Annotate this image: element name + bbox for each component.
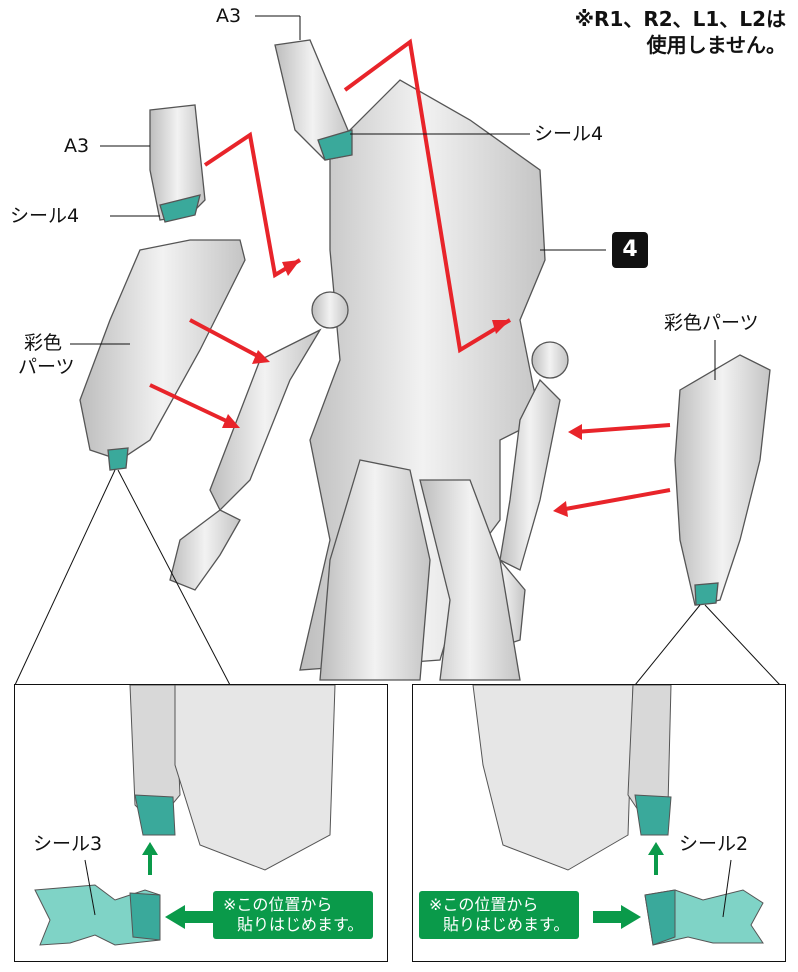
label-seal3: シール3 — [33, 833, 102, 855]
usage-note-line2: 使用しません。 — [575, 32, 786, 58]
callout-right-line2: 貼りはじめます。 — [429, 915, 569, 935]
label-color-part-left-2: パーツ — [18, 356, 75, 378]
color-part-left — [80, 240, 245, 470]
color-part-right — [675, 355, 770, 605]
armor-a3-top — [275, 40, 352, 160]
usage-note-line1: ※R1、R2、L1、L2は — [575, 6, 786, 32]
callout-right: ※この位置から 貼りはじめます。 — [419, 891, 579, 939]
label-a3-left: A3 — [64, 135, 89, 157]
usage-note: ※R1、R2、L1、L2は 使用しません。 — [575, 6, 786, 58]
label-color-part-left-1: 彩色 — [24, 332, 62, 354]
inset-left: シール3 ※この位置から 貼りはじめます。 — [14, 684, 388, 962]
armor-a3-left — [150, 105, 205, 222]
callout-left-line1: ※この位置から — [223, 895, 363, 915]
robot-body — [170, 80, 568, 680]
callout-left-line2: 貼りはじめます。 — [223, 915, 363, 935]
callout-right-line1: ※この位置から — [429, 895, 569, 915]
step-number-badge: 4 — [612, 232, 648, 268]
label-seal4-right: シール4 — [534, 123, 603, 145]
callout-left: ※この位置から 貼りはじめます。 — [213, 891, 373, 939]
label-a3-top: A3 — [216, 5, 241, 27]
inset-right: シール2 ※この位置から 貼りはじめます。 — [412, 684, 786, 962]
label-seal2: シール2 — [679, 833, 748, 855]
label-seal4-left: シール4 — [10, 205, 79, 227]
label-color-part-right: 彩色パーツ — [664, 312, 759, 334]
